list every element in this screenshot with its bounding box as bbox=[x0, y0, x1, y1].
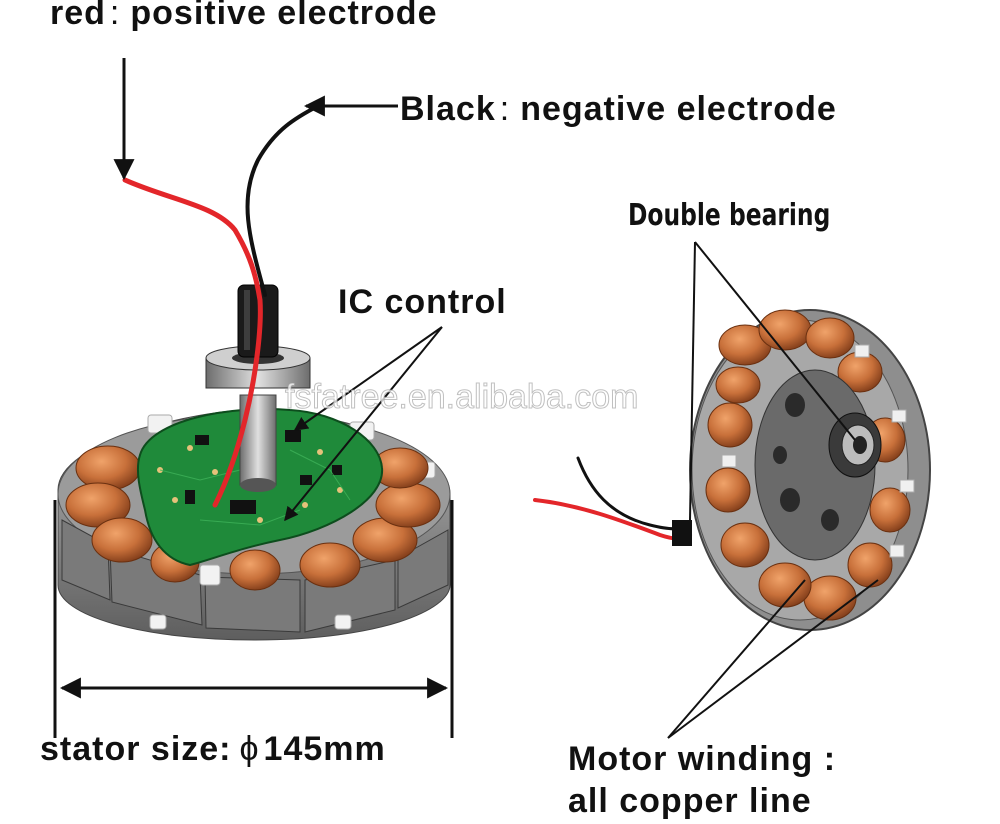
ic-pointer-2 bbox=[284, 326, 443, 522]
copper-line-label: all copper line bbox=[568, 782, 812, 820]
ic-pointer-1 bbox=[293, 326, 443, 431]
right-black-wire bbox=[576, 456, 692, 531]
right-connector bbox=[672, 520, 692, 546]
black-wire bbox=[245, 104, 320, 297]
stator-size-value: 145mm bbox=[263, 730, 386, 768]
right-stator bbox=[689, 309, 931, 631]
motor-winding-label: Motor winding : bbox=[568, 740, 837, 778]
black-description: negative electrode bbox=[520, 90, 837, 128]
black-label: Black:negative electrode bbox=[400, 90, 837, 129]
double-bearing-label: Double bearing bbox=[628, 198, 831, 233]
black-separator: : bbox=[499, 90, 511, 128]
watermark: fsfatree.en.alibaba.com bbox=[284, 378, 639, 417]
red-label: red: positive electrode bbox=[50, 0, 437, 33]
phi-symbol: ϕ bbox=[239, 730, 260, 768]
bearing-pointer-2 bbox=[694, 241, 856, 441]
stator-size-text: stator size: bbox=[40, 730, 232, 768]
red-separator: : bbox=[109, 0, 121, 32]
winding-pointer-2 bbox=[667, 579, 879, 739]
ic-control-label: IC control bbox=[338, 283, 507, 321]
red-description: positive electrode bbox=[130, 0, 438, 32]
black-word: Black bbox=[400, 90, 496, 128]
bearing-pointer-1 bbox=[689, 241, 696, 521]
winding-pointer-1 bbox=[667, 579, 806, 739]
red-wire bbox=[122, 177, 263, 508]
red-word: red bbox=[50, 0, 106, 32]
